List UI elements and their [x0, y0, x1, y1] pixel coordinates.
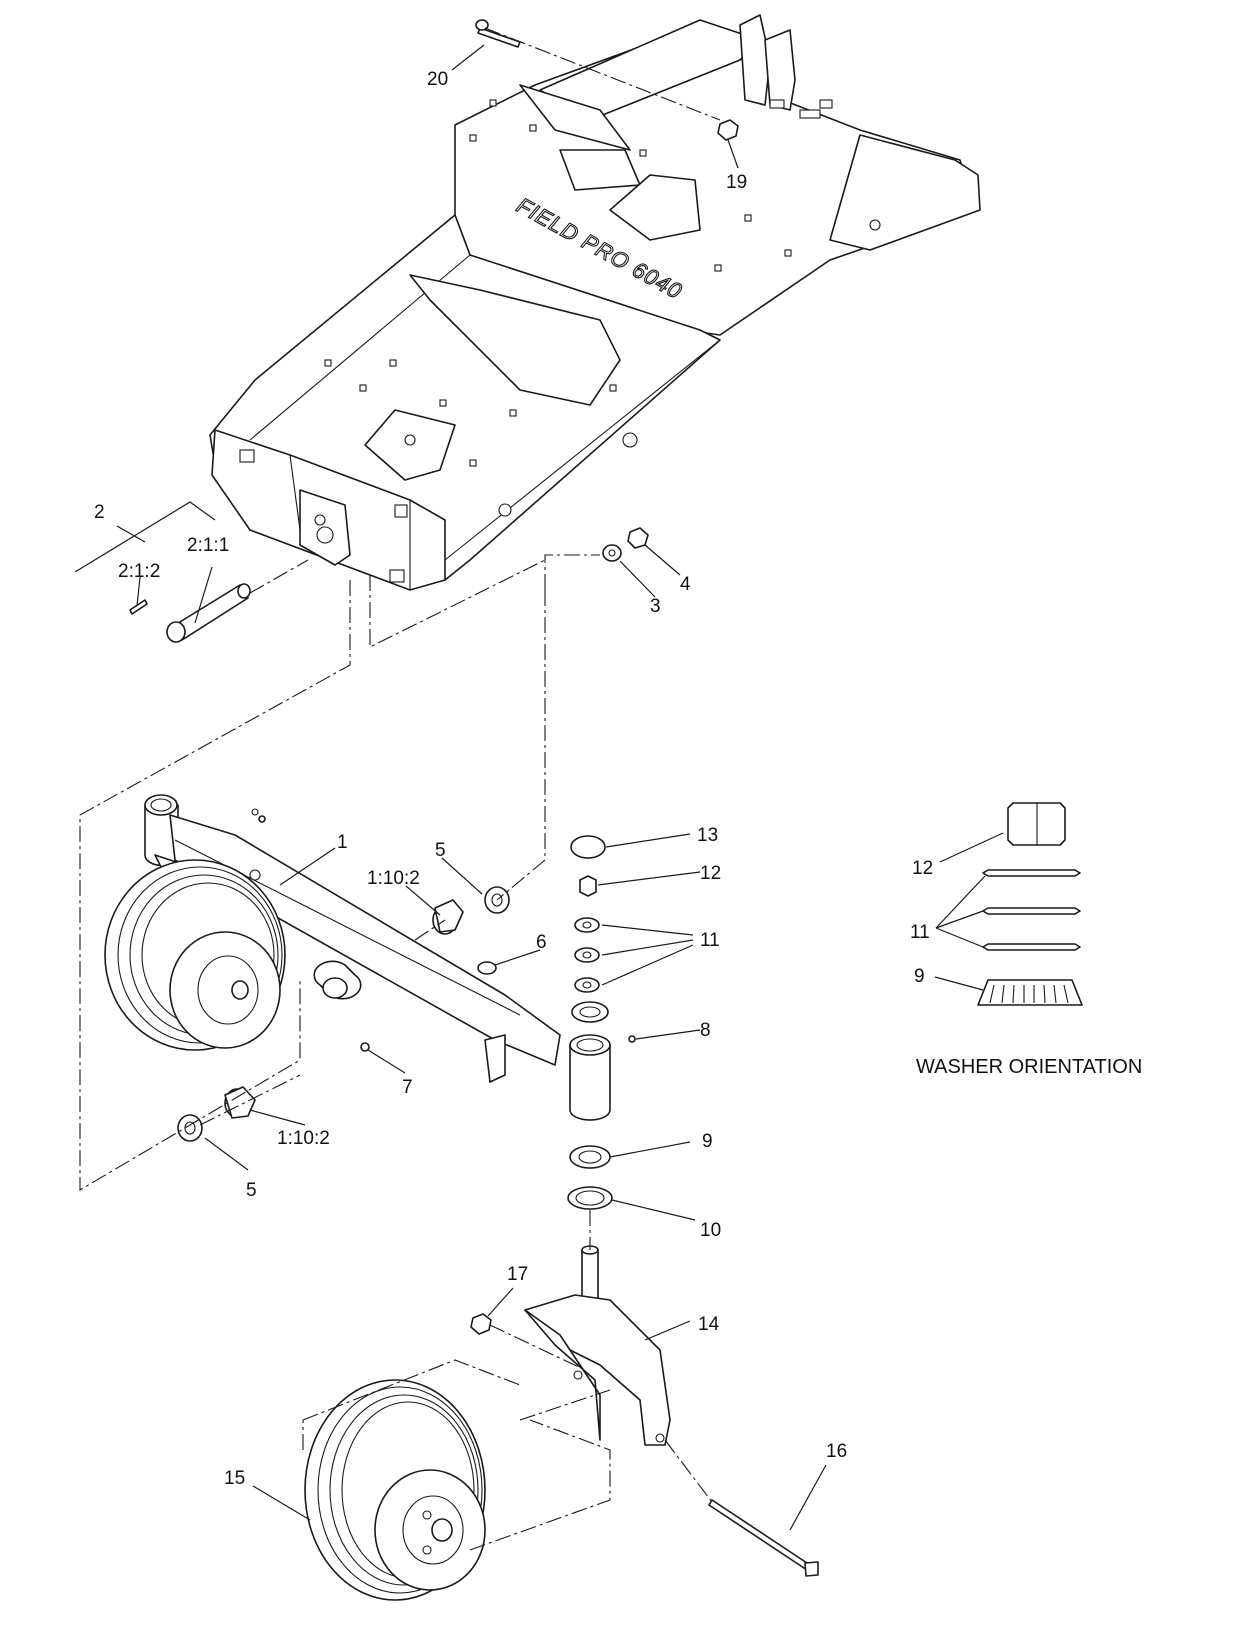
hitch-pin-assembly: [129, 583, 251, 643]
callout-14: 14: [698, 1314, 720, 1335]
callout-16: 16: [826, 1441, 847, 1462]
left-axle-wheel: [104, 859, 286, 1051]
callout-20: 20: [427, 69, 448, 90]
callout-5-upper: 5: [435, 840, 446, 861]
dust-cap-13: [570, 835, 606, 859]
callout-9: 9: [702, 1131, 713, 1152]
leader-lines: [74, 44, 1004, 1531]
caster-fork-14: [524, 1245, 671, 1446]
callout-11: 11: [700, 930, 720, 951]
assembly-centerlines: [79, 27, 721, 1551]
grease-fitting-7: [360, 1042, 370, 1052]
callout-10: 10: [700, 1220, 721, 1241]
washer-orientation-detail: [977, 802, 1083, 1006]
bolt-20: [477, 27, 521, 48]
grease-fitting-8: [628, 1035, 636, 1043]
washer-callout-9: 9: [914, 966, 925, 987]
caster-wheel-15: [304, 1379, 486, 1601]
callout-4: 4: [680, 574, 691, 595]
frame-holes: [324, 99, 881, 517]
washer-callout-11: 11: [910, 922, 930, 943]
callout-1-10-2-lower: 1:10:2: [277, 1128, 330, 1149]
main-frame: FIELD PRO 6040: [209, 14, 981, 591]
callout-2-1-2: 2:1:2: [118, 561, 160, 582]
callout-2: 2: [94, 502, 105, 523]
bearing-upper: [571, 1001, 609, 1023]
bearing-9: [569, 1145, 611, 1169]
callout-6: 6: [536, 932, 547, 953]
washer-callout-12: 12: [912, 858, 933, 879]
callout-17: 17: [507, 1264, 528, 1285]
nut-17: [470, 1313, 492, 1335]
callout-2-1-1: 2:1:1: [187, 535, 229, 556]
callout-5-lower: 5: [246, 1180, 257, 1201]
callout-3: 3: [650, 596, 661, 617]
callout-7: 7: [402, 1077, 413, 1098]
callout-13: 13: [697, 825, 718, 846]
callout-12: 12: [700, 863, 721, 884]
callout-1-10-2-upper: 1:10:2: [367, 868, 420, 889]
plug-6: [477, 961, 497, 975]
washer-orientation-title: WASHER ORIENTATION: [916, 1056, 1142, 1078]
caster-stack: [567, 835, 613, 1210]
nut-12: [579, 875, 597, 897]
callout-labels: 20 19 2 2:1:1 2:1:2 4 3 1 5 1:10:2 13 12…: [94, 69, 1142, 1489]
callout-1: 1: [337, 832, 348, 853]
bolt-16: [708, 1499, 811, 1571]
nut-19: [717, 119, 739, 141]
callout-8: 8: [700, 1020, 711, 1041]
callout-15: 15: [224, 1468, 245, 1489]
callout-19: 19: [726, 172, 747, 193]
